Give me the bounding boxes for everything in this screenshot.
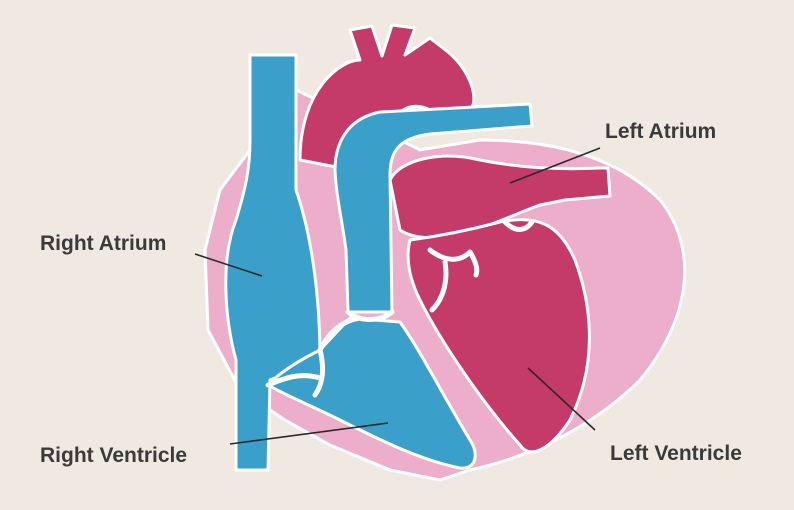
label-left-ventricle: Left Ventricle (610, 442, 742, 465)
label-left-atrium: Left Atrium (605, 120, 716, 143)
label-right-ventricle: Right Ventricle (40, 444, 187, 467)
label-right-atrium: Right Atrium (40, 232, 166, 255)
